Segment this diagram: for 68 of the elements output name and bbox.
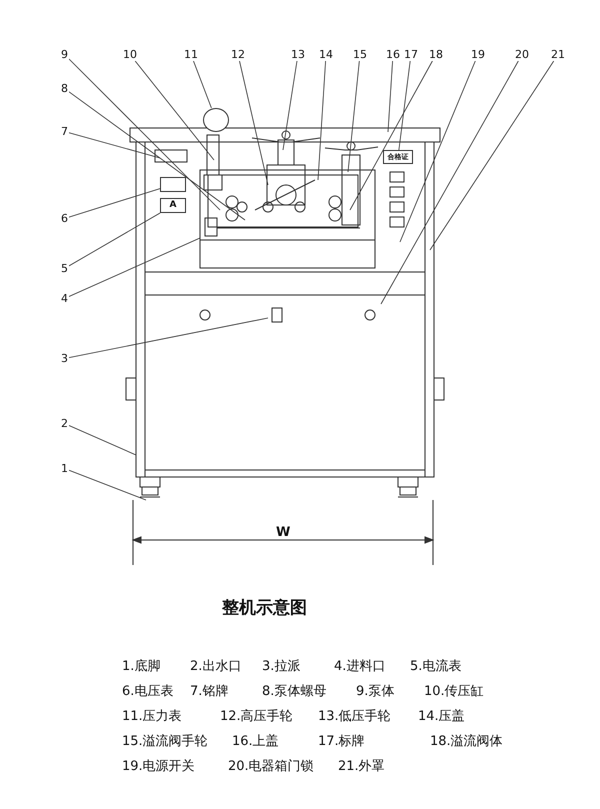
callout-number: 5: [60, 262, 69, 275]
legend-entry: 9.泵体: [356, 683, 394, 700]
leader-line: [380, 60, 519, 304]
leader-line: [68, 188, 160, 218]
leader-line: [282, 60, 298, 150]
legend-entry: 5.电流表: [410, 658, 462, 675]
ammeter: A: [160, 198, 186, 213]
legend-entry: 21.外罩: [338, 758, 385, 775]
leader-line: [68, 58, 220, 210]
leader-line: [193, 60, 212, 108]
legend-entry: 8.泵体螺母: [262, 683, 326, 700]
callout-number: 17: [403, 48, 419, 61]
leader-line: [134, 60, 214, 160]
callout-number: 10: [122, 48, 138, 61]
legend-entry: 17.标牌: [318, 733, 365, 750]
legend-entry: 3.拉派: [262, 658, 300, 675]
leader-line: [350, 60, 433, 210]
leader-line: [398, 60, 411, 150]
legend-entry: 15.溢流阀手轮: [122, 733, 208, 750]
legend-entry: 19.电源开关: [122, 758, 195, 775]
dimension-label: W: [276, 525, 290, 540]
callout-number: 7: [60, 125, 69, 138]
leader-line: [239, 60, 268, 186]
pressure-gauge: [203, 108, 229, 132]
legend-entry: 14.压盖: [418, 708, 465, 725]
leader-line: [68, 470, 146, 500]
callout-number: 14: [318, 48, 334, 61]
leader-line: [68, 318, 268, 358]
callout-number: 20: [514, 48, 530, 61]
callout-number: 8: [60, 82, 69, 95]
leader-line: [68, 212, 160, 266]
legend-entry: 6.电压表: [122, 683, 174, 700]
callout-number: 18: [428, 48, 444, 61]
legend-entry: 16.上盖: [232, 733, 279, 750]
callout-number: 11: [183, 48, 199, 61]
leader-line: [388, 60, 393, 132]
leader-line: [68, 132, 160, 158]
legend-entry: 18.溢流阀体: [430, 733, 503, 750]
leader-line: [68, 238, 200, 297]
callout-number: 3: [60, 352, 69, 365]
legend-entry: 1.底脚: [122, 658, 160, 675]
legend-entry: 20.电器箱门锁: [228, 758, 314, 775]
leader-line: [318, 60, 326, 180]
legend-entry: 10.传压缸: [424, 683, 484, 700]
legend-entry: 4.进料口: [334, 658, 386, 675]
legend-entry: 12.高压手轮: [220, 708, 293, 725]
callout-number: 12: [230, 48, 246, 61]
callout-number: 16: [385, 48, 401, 61]
leader-line: [430, 60, 554, 250]
legend-entry: 2.出水口: [190, 658, 242, 675]
leader-line: [400, 60, 476, 242]
legend-entry: 11.压力表: [122, 708, 182, 725]
callout-number: 2: [60, 417, 69, 430]
callout-number: 21: [550, 48, 566, 61]
voltmeter: [160, 177, 186, 192]
callout-number: 9: [60, 48, 69, 61]
leader-line: [348, 60, 360, 172]
callout-number: 6: [60, 212, 69, 225]
callout-number: 4: [60, 292, 69, 305]
callout-number: 1: [60, 462, 69, 475]
leader-line: [68, 425, 136, 456]
callout-number: 19: [470, 48, 486, 61]
legend-entry: 13.低压手轮: [318, 708, 391, 725]
callout-number: 15: [352, 48, 368, 61]
callout-number: 13: [290, 48, 306, 61]
legend-entry: 7.铭牌: [190, 683, 228, 700]
diagram-title: 整机示意图: [222, 597, 307, 619]
leader-line: [68, 91, 246, 220]
